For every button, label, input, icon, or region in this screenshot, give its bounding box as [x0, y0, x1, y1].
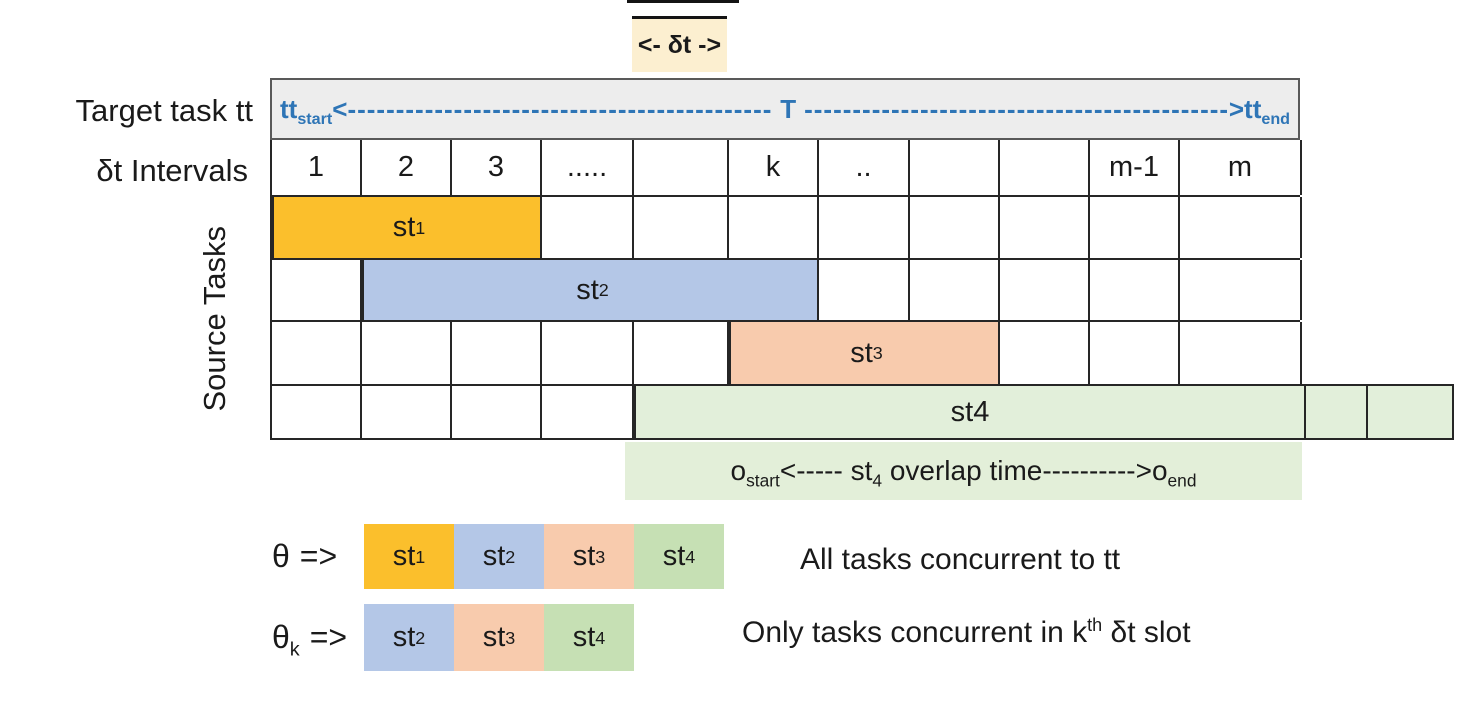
grid-cell	[272, 322, 362, 384]
interval-cell-1: 1	[272, 140, 362, 195]
theta-symbol: θ=>	[272, 538, 338, 574]
interval-cell-8	[910, 140, 1000, 195]
timeline-dashes-right: ----------------------------------------…	[804, 93, 1229, 124]
delta-t-label: <- δt ->	[637, 31, 722, 59]
grid-cell	[634, 322, 729, 384]
tt-start-label: ttstart	[280, 93, 333, 128]
target-task-timeline: ttstart < ------------------------------…	[270, 78, 1300, 140]
interval-cell-4: .....	[542, 140, 634, 195]
interval-cell-7: ..	[819, 140, 910, 195]
right-arrow-head: >	[1228, 93, 1245, 124]
grid-cell	[272, 260, 362, 320]
bar-cell-divider	[1304, 386, 1306, 438]
duration-T-label: T	[780, 93, 797, 124]
interval-cell-5	[634, 140, 729, 195]
legend-caption-all-tasks: All tasks concurrent to tt	[800, 543, 1121, 576]
grid-cell	[1000, 322, 1090, 384]
o-end-label: oend	[1151, 455, 1197, 491]
st4-bar: st4	[634, 384, 1454, 440]
grid-cell	[634, 197, 729, 258]
grid-cell	[452, 322, 542, 384]
interval-cell-9	[1000, 140, 1090, 195]
interval-cell-3: 3	[452, 140, 542, 195]
grid-cell	[910, 260, 1000, 320]
source-row-4: st4	[270, 384, 1454, 440]
grid-cell	[542, 386, 634, 438]
grid-cell	[819, 260, 910, 320]
o-start-label: ostart	[730, 455, 780, 491]
grid-cell	[910, 197, 1000, 258]
grid-cell	[819, 197, 910, 258]
left-arrow-head: <	[332, 93, 348, 124]
top-crop-line	[627, 0, 739, 3]
grid-cell	[362, 322, 452, 384]
interval-cell-11: m	[1180, 140, 1302, 195]
interval-cell-10: m-1	[1090, 140, 1180, 195]
overlap-dashes-right: ---------->	[1042, 455, 1152, 486]
delta-t-marker: <- δt ->	[632, 16, 727, 72]
grid-cell	[362, 386, 452, 438]
grid-cell	[1180, 197, 1302, 258]
timeline-dashes-left: ----------------------------------------…	[347, 93, 773, 124]
overlap-time-band: ostart<----- st4 overlap time---------->…	[625, 442, 1302, 500]
tt-end-label: ttend	[1244, 93, 1291, 128]
schedule-table: ttstart < ------------------------------…	[270, 78, 1454, 500]
grid-cell	[542, 322, 634, 384]
interval-cell-2: 2	[362, 140, 452, 195]
grid-cell	[272, 386, 362, 438]
target-task-row-label: Target task tt	[75, 93, 253, 128]
overlap-task-label: st4	[850, 455, 883, 491]
grid-cell	[1180, 322, 1302, 384]
intervals-row-label: δt Intervals	[96, 153, 248, 188]
legend-caption-kth-slot: Only tasks concurrent in kth δt slot	[742, 615, 1191, 649]
st4-bar-label: st4	[950, 395, 990, 428]
bar-cell-divider	[1366, 386, 1368, 438]
interval-cell-6: k	[729, 140, 819, 195]
overlap-time-text: overlap time	[882, 455, 1043, 486]
grid-cell	[1090, 322, 1180, 384]
grid-cell	[1180, 260, 1302, 320]
overlap-dashes-left: <-----	[779, 455, 851, 486]
grid-cell	[1090, 197, 1180, 258]
source-tasks-axis-label: Source Tasks	[197, 225, 232, 412]
grid-cell	[542, 197, 634, 258]
grid-cell	[1090, 260, 1180, 320]
grid-cell	[1000, 260, 1090, 320]
theta-k-symbol: θk=>	[272, 619, 348, 661]
grid-cell	[452, 386, 542, 438]
grid-cell	[1000, 197, 1090, 258]
grid-cell	[729, 197, 819, 258]
